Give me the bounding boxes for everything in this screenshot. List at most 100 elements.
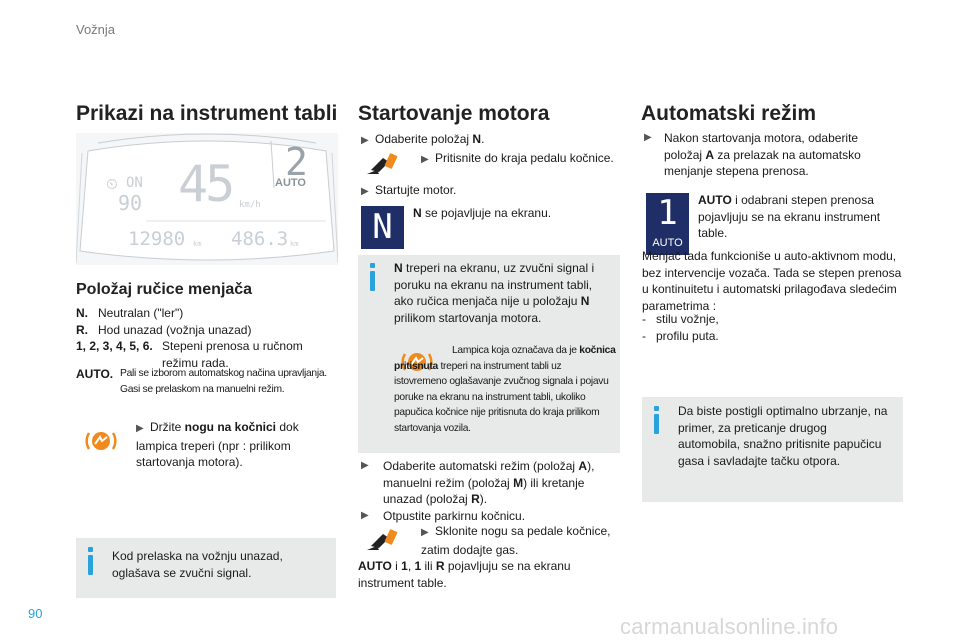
info-icon [370,263,375,268]
text: prilikom startovanja motora. [394,310,542,325]
info-icon-bar [654,414,659,434]
text: ). [479,492,488,506]
n-appears-text: N se pojavljuje na ekranu. [413,205,613,222]
text-bold: A [578,459,588,473]
text-bold: N [413,206,422,220]
step-text: Držite [150,420,185,434]
dash-gear: 2 [285,140,308,184]
text: Lampica koja označava da je [452,345,580,356]
text: treperi na instrument tabli uz istovreme… [394,360,609,434]
text: pojavljuju se na ekranu instrument table… [358,559,571,590]
text-bold: N [394,261,403,275]
text: ) ili kretanje unazad (položaj [383,475,585,507]
list-item: -profilu puta. [642,328,719,343]
step-text: Odaberite položaj [375,132,473,146]
legend-text: Stepeni prenosa u ručnom režimu rada. [162,339,303,370]
text: i odabrani stepen prenosa pojavljuju se … [698,193,881,240]
arrow-icon: ▶ [136,423,144,434]
legend-key: N. [76,306,88,320]
info-text-brake-lamp: Lampica koja označava da je kočnica prit… [394,343,616,436]
step-text: . [481,132,485,146]
step-text: Pritisnite do kraja pedalu kočnice. [435,151,614,165]
info-text: Kod prelaska na vožnju unazad, oglašava … [112,549,283,580]
text-bold: AUTO [358,559,392,573]
legend-key: AUTO. [76,367,114,381]
legend-item-r: R. Hod unazad (vožnja unazad) [76,322,338,339]
info-icon-bar [88,555,93,575]
display-auto-icon: 1 AUTO [646,193,689,255]
info-text-flash: N treperi na ekranu, uz zvučni signal i … [394,260,614,326]
gear-legend: N. Neutralan ("ler") R. Hod unazad (vožn… [76,305,338,371]
step-select-n: ▶ Odaberite položaj N. [361,131,621,150]
legend-item-auto: AUTO. Pali se izborom automatskog načina… [76,366,338,397]
legend-text: Pali se izborom automatskog načina uprav… [120,368,327,395]
arrow-icon: ▶ [361,460,369,471]
text-bold: 1 [401,559,408,573]
step-select-a: ▶ Nakon startovanja motora, odaberite po… [644,130,894,180]
list-item: -stilu vožnje, [642,312,719,326]
text-bold: A [705,147,715,162]
instrument-cluster-image: ⏲ ON 90 45 km/h 2 AUTO 12980 km 486.3 km [76,133,338,265]
auto-appears-text: AUTO i odabrani stepen prenosa pojavljuj… [698,192,893,242]
dash-trip: 486.3 [231,228,289,250]
speedometer-icon: ⏲ [106,176,118,193]
text: se pojavljuje na ekranu. [421,206,552,220]
step-start-engine: ▶ Startujte motor. [361,182,621,201]
arrow-icon: ▶ [361,186,369,197]
foot-pedal-icon [365,148,399,178]
info-box-start: N treperi na ekranu, uz zvučni signal i … [358,255,620,453]
display-n-icon: N [361,206,404,249]
text: Odaberite automatski režim (položaj [383,459,579,473]
arrow-icon: ▶ [421,154,429,165]
dash-speed-unit: km/h [239,200,261,210]
info-icon [654,406,659,411]
arrow-icon: ▶ [361,135,369,146]
foot-pedal-icon [365,524,399,554]
list-item-text: stilu vožnje, [656,312,719,326]
step-text: Startujte motor. [375,183,457,197]
watermark: carmanualsonline.info [620,614,839,639]
info-box-acceleration: Da biste postigli optimalno ubrzanje, na… [642,397,903,502]
brake-warning-icon [400,345,434,379]
text: Nakon startovanja motora, odaberite polo… [664,131,859,162]
text-bold: 1 [414,559,422,573]
dash-odo-unit: km [193,240,202,248]
text-bold: kočnica pritisnuta [394,345,616,372]
arrow-icon: ▶ [421,527,429,538]
dash-speed-limit: 90 [118,191,143,215]
display-mode: AUTO [652,237,683,249]
col2-title: Startovanje motora [358,102,550,125]
step-text: Sklonite nogu sa pedale kočnice, zatim d… [421,524,611,557]
col1-title: Prikazi na instrument tabli [76,102,338,125]
display-glyph: N [372,207,393,247]
info-icon [88,547,93,552]
dash-mode: AUTO [275,177,306,189]
text: Otpustite parkirnu kočnicu. [383,508,526,523]
text-bold: N [580,294,590,308]
auto-mode-paragraph: Menjač tada funkcioniše u auto-aktivnom … [642,249,902,313]
brake-warning-icon [84,424,118,458]
brake-hold-step: ▶ Držite nogu na kočnici dok lampica trep… [136,419,326,471]
text: ili [421,559,436,573]
dash-odometer: 12980 [128,228,186,250]
legend-text: Neutralan ("ler") [98,306,184,320]
text: , [407,559,415,573]
arrow-icon: ▶ [361,509,369,521]
step-text-bold: N [472,132,482,146]
text-bold: R [435,559,445,573]
step-press-brake: ▶ Pritisnite do kraja pedalu kočnice. [421,150,616,169]
col1-subtitle: Položaj ručice menjača [76,281,253,298]
dash-on-label: ON [126,175,143,191]
text: treperi na ekranu, uz zvučni signal i po… [394,261,595,308]
dash-speed: 45 [178,155,235,213]
text-bold: M [513,475,524,490]
step-text-bold: nogu na kočnici [184,420,277,434]
legend-item-n: N. Neutralan ("ler") [76,305,338,322]
dash-trip-unit: km [290,240,299,248]
parameter-list: -stilu vožnje, -profilu puta. [642,311,904,344]
legend-key: R. [76,322,88,337]
text: i [391,559,402,573]
step-text: dok lampica treperi (npr : prilikom star… [136,420,299,469]
text: ), manuelni režim (položaj [383,459,595,490]
legend-key: 1, 2, 3, 4, 5, 6. [76,339,153,353]
